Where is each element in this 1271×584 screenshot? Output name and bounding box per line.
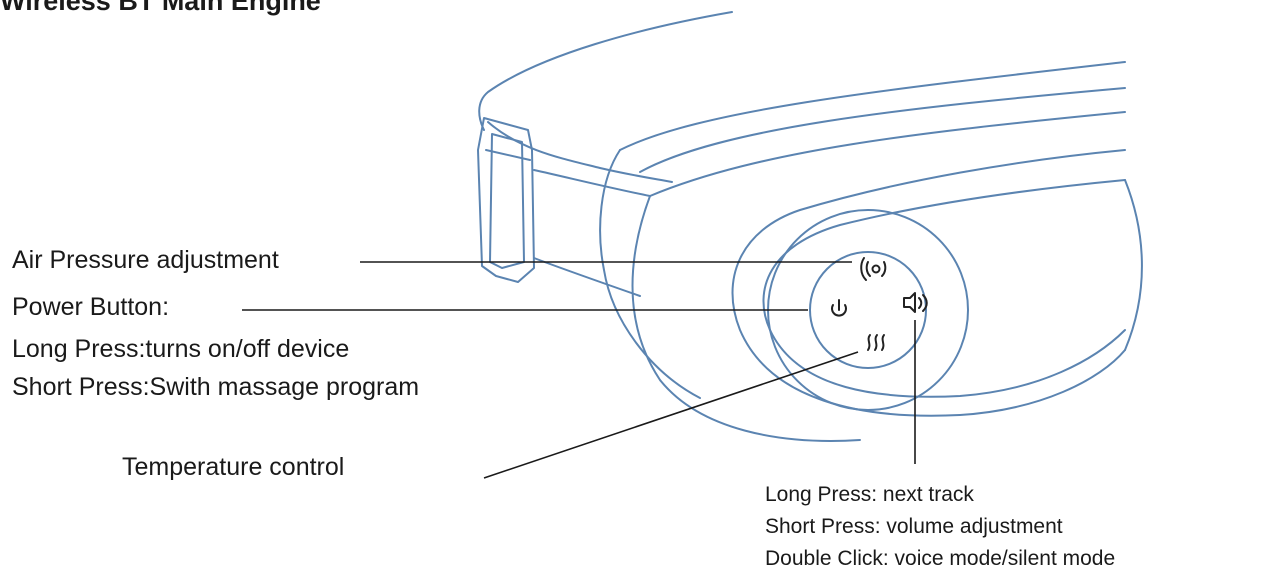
label-volume-long-press: Long Press: next track xyxy=(765,483,974,506)
mask-top-edge xyxy=(619,61,1126,151)
cushion-outline xyxy=(731,149,1126,417)
mask-right-edge xyxy=(1124,179,1143,351)
mask-top-edge-3 xyxy=(649,111,1126,197)
label-volume-short-press: Short Press: volume adjustment xyxy=(765,515,1063,538)
heat-waves-icon xyxy=(867,334,885,351)
buckle-outline xyxy=(477,117,535,283)
label-power-button: Power Button: xyxy=(12,293,170,321)
buckle-slot xyxy=(485,149,531,161)
power-icon xyxy=(831,299,847,317)
label-air-pressure: Air Pressure adjustment xyxy=(12,246,279,274)
label-volume-double-click: Double Click: voice mode/silent mode xyxy=(765,547,1116,570)
control-ring-inner xyxy=(809,251,927,369)
mask-left-side xyxy=(599,149,701,399)
label-power-long-press: Long Press:turns on/off device xyxy=(12,335,350,363)
buckle-inner xyxy=(489,133,525,269)
strap-lower-band xyxy=(533,169,651,197)
page-title: Wireless BT Main Engine xyxy=(0,0,321,16)
leader-temperature xyxy=(483,351,859,479)
cushion-outline-2 xyxy=(762,179,1126,398)
label-power-short-press: Short Press:Swith massage program xyxy=(12,373,420,401)
strap-inner-outline xyxy=(487,121,673,183)
mask-top-edge-2 xyxy=(639,87,1126,173)
air-pressure-icon xyxy=(860,257,887,281)
speaker-icon xyxy=(903,292,928,313)
mask-body-front xyxy=(631,195,861,442)
strap-outline xyxy=(478,11,733,131)
label-temperature-control: Temperature control xyxy=(122,453,345,481)
strap-lower-band-2 xyxy=(533,257,641,297)
